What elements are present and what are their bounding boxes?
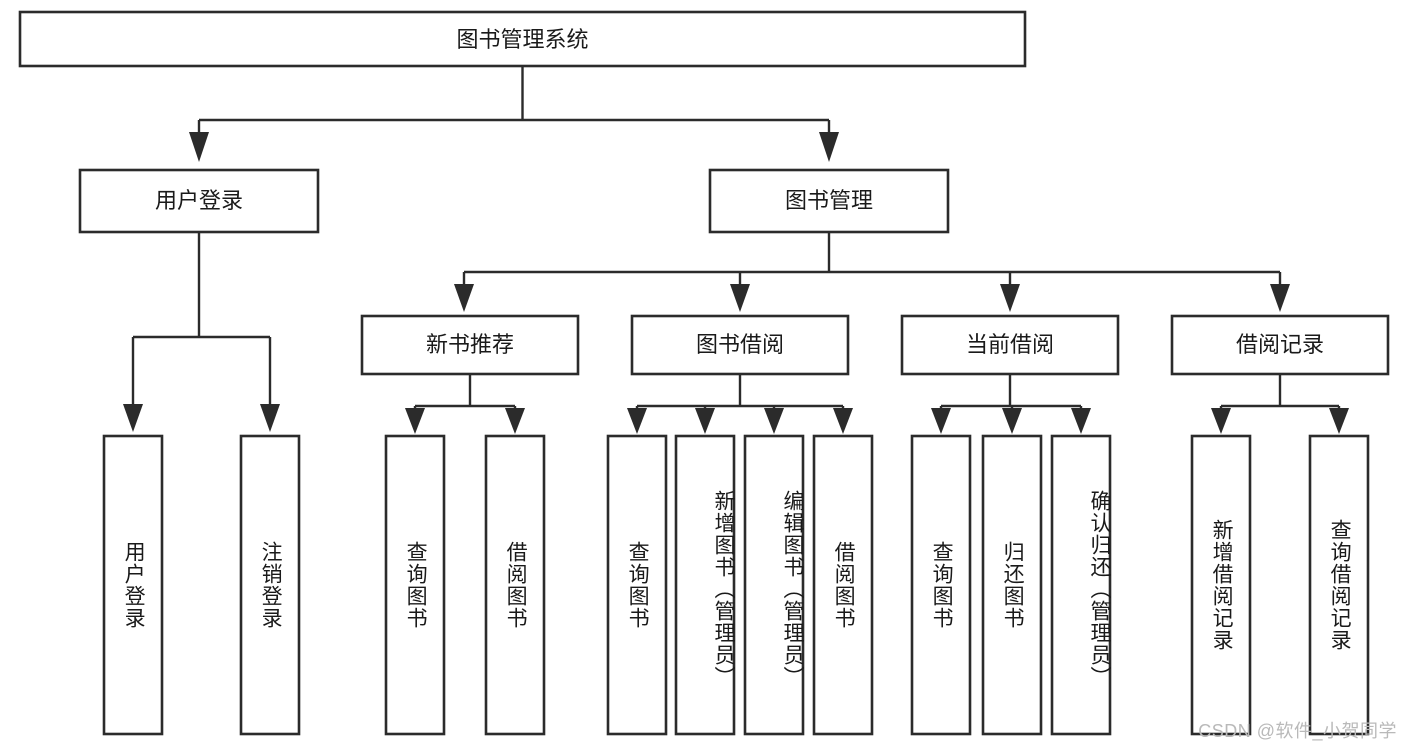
leaf-box-edit-book-admin[interactable] bbox=[743, 434, 805, 736]
csdn-watermark: CSDN @软件_小贺同学 bbox=[1198, 721, 1397, 741]
node-book-borrow-label: 图书借阅 bbox=[696, 332, 784, 357]
arrow-head-icon bbox=[931, 408, 951, 434]
connector-group-root-to-level2 bbox=[189, 66, 839, 162]
connector-group-new-book-rec-children bbox=[405, 374, 525, 434]
leaf-box-query-book-rec[interactable] bbox=[384, 434, 446, 736]
node-user-login-box[interactable] bbox=[78, 168, 320, 234]
leaf-box-group bbox=[102, 434, 1370, 736]
arrow-head-icon bbox=[405, 408, 425, 434]
arrow-head-icon bbox=[189, 132, 209, 162]
node-book-borrow-box[interactable] bbox=[630, 314, 850, 376]
leaf-box-user-login[interactable] bbox=[102, 434, 164, 736]
node-new-book-recommend[interactable]: 新书推荐 bbox=[360, 314, 580, 376]
node-current-borrow[interactable]: 当前借阅 bbox=[900, 314, 1120, 376]
leaf-box-add-borrow-record[interactable] bbox=[1190, 434, 1252, 736]
arrow-head-icon bbox=[695, 408, 715, 434]
node-book-management[interactable]: 图书管理 bbox=[708, 168, 950, 234]
connector-group-current-borrow-children bbox=[931, 374, 1091, 434]
leaf-box-query-borrow-record[interactable] bbox=[1308, 434, 1370, 736]
arrow-head-icon bbox=[454, 284, 474, 312]
node-user-login-label: 用户登录 bbox=[155, 188, 243, 213]
leaf-box-query-book-current[interactable] bbox=[910, 434, 972, 736]
node-root-label: 图书管理系统 bbox=[456, 27, 588, 52]
arrow-head-icon bbox=[1002, 408, 1022, 434]
node-new-book-recommend-box[interactable] bbox=[360, 314, 580, 376]
arrow-head-icon bbox=[1329, 408, 1349, 434]
leaf-box-query-book-borrow[interactable] bbox=[606, 434, 668, 736]
leaf-box-borrow-book[interactable] bbox=[812, 434, 874, 736]
node-root[interactable]: 图书管理系统 bbox=[18, 10, 1027, 68]
node-root-box[interactable] bbox=[18, 10, 1027, 68]
arrow-head-icon bbox=[819, 132, 839, 162]
connector-group-borrow-record-children bbox=[1211, 374, 1349, 434]
arrow-head-icon bbox=[1211, 408, 1231, 434]
leaf-box-borrow-book-rec[interactable] bbox=[484, 434, 546, 736]
leaf-box-logout[interactable] bbox=[239, 434, 301, 736]
arrow-head-icon bbox=[123, 404, 143, 432]
node-borrow-record-box[interactable] bbox=[1170, 314, 1390, 376]
arrow-head-icon bbox=[627, 408, 647, 434]
node-book-management-label: 图书管理 bbox=[785, 188, 873, 213]
arrow-head-icon bbox=[260, 404, 280, 432]
arrow-head-icon bbox=[505, 408, 525, 434]
leaf-box-return-book[interactable] bbox=[981, 434, 1043, 736]
node-current-borrow-label: 当前借阅 bbox=[966, 332, 1054, 357]
connector-group-book-mgmt-children bbox=[454, 232, 1290, 312]
node-book-management-box[interactable] bbox=[708, 168, 950, 234]
leaf-box-confirm-return-admin[interactable] bbox=[1050, 434, 1112, 736]
arrow-head-icon bbox=[1000, 284, 1020, 312]
connector-group-book-borrow-children bbox=[627, 374, 853, 434]
arrow-head-icon bbox=[1071, 408, 1091, 434]
node-book-borrow[interactable]: 图书借阅 bbox=[630, 314, 850, 376]
arrow-head-icon bbox=[1270, 284, 1290, 312]
leaf-box-add-book-admin[interactable] bbox=[674, 434, 736, 736]
arrow-head-icon bbox=[730, 284, 750, 312]
node-borrow-record[interactable]: 借阅记录 bbox=[1170, 314, 1390, 376]
node-user-login[interactable]: 用户登录 bbox=[78, 168, 320, 234]
node-current-borrow-box[interactable] bbox=[900, 314, 1120, 376]
arrow-head-icon bbox=[833, 408, 853, 434]
node-new-book-recommend-label: 新书推荐 bbox=[426, 332, 514, 357]
node-borrow-record-label: 借阅记录 bbox=[1236, 332, 1324, 357]
arrow-head-icon bbox=[764, 408, 784, 434]
connector-group-user-login-children bbox=[123, 232, 280, 432]
